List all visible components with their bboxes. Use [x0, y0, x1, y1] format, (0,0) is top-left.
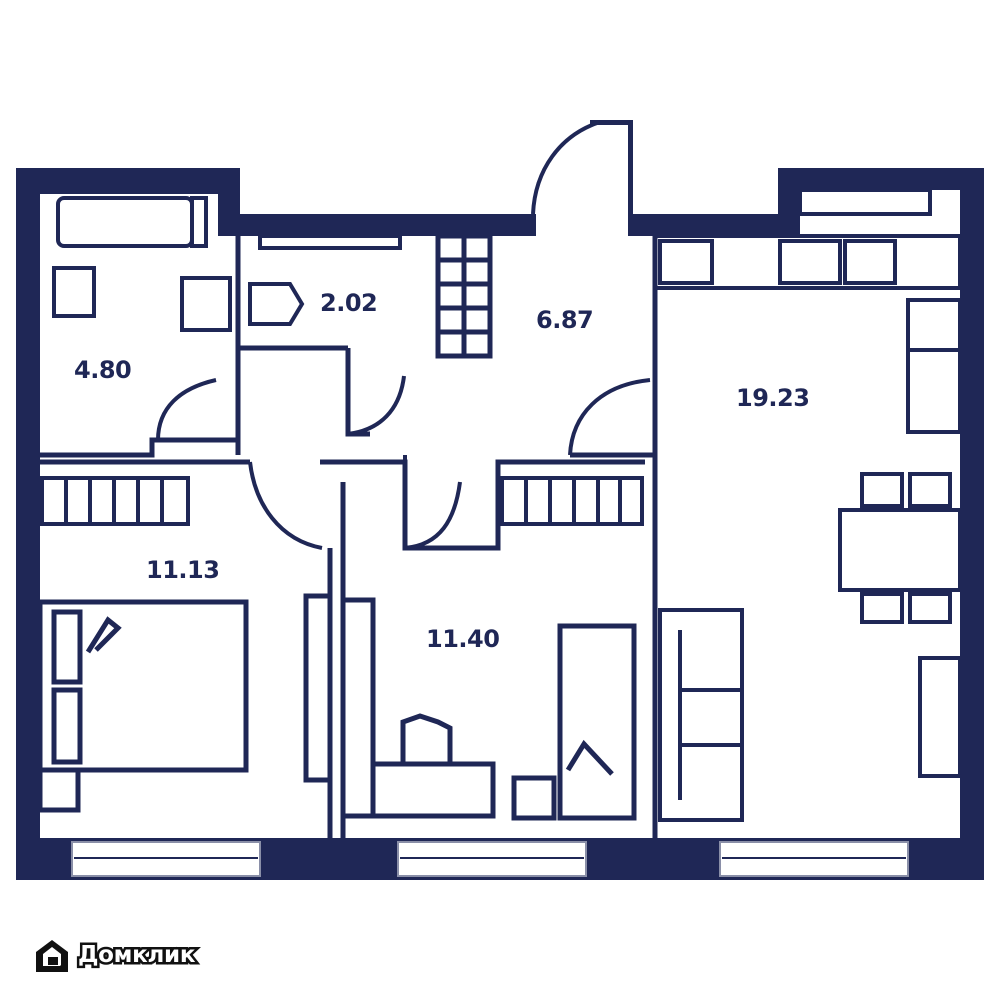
- wall-left-top-step: [218, 168, 240, 236]
- house-logo-icon: [36, 940, 68, 972]
- wardrobe-bedroom1: [303, 593, 333, 783]
- room-area-bathroom: 4.80: [74, 356, 132, 384]
- room-area-toilet: 2.02: [320, 289, 378, 317]
- wall-toilet-right: [345, 348, 370, 437]
- sink-unit: [778, 239, 842, 285]
- room-area-hallway: 6.87: [536, 306, 594, 334]
- wall-top-right-step: [778, 168, 800, 236]
- kitchen-side-cabinet: [906, 298, 962, 434]
- stove-unit: [843, 239, 897, 285]
- nightstand-2: [51, 687, 83, 765]
- dresser-bedroom1: [37, 767, 81, 813]
- chair-3: [860, 592, 904, 624]
- door-entry: [531, 120, 601, 215]
- toilet-shelf: [258, 234, 402, 250]
- bath-shelf: [190, 196, 208, 248]
- desk-bedroom2: [370, 761, 496, 819]
- door-bedroom1: [248, 461, 323, 550]
- top-shelf: [798, 188, 932, 216]
- nightstand-bedroom2: [511, 775, 557, 821]
- nightstand-1: [51, 609, 83, 685]
- wall-entry-right: [628, 120, 633, 236]
- wall-entry-top: [590, 120, 633, 125]
- chair-4: [908, 592, 952, 624]
- chair-2: [908, 472, 952, 508]
- wall-outer-left: [16, 168, 40, 880]
- washing-machine: [52, 266, 96, 318]
- door-toilet: [347, 375, 406, 436]
- wall-top-mid: [218, 214, 536, 236]
- bathtub: [56, 196, 194, 248]
- door-kitchen: [568, 378, 651, 456]
- wall-top-kitchen: [628, 214, 800, 236]
- wall-bedroom2-top: [320, 459, 645, 551]
- chair-1: [860, 472, 904, 508]
- toilet-fixture: [180, 276, 232, 332]
- room-area-bedroom-1: 11.13: [146, 556, 220, 584]
- chair-bedroom2: [400, 713, 453, 764]
- kitchen-counter: [653, 234, 962, 290]
- fridge-unit: [658, 239, 714, 285]
- wall-outer-top-left: [16, 168, 240, 194]
- door-bathroom: [156, 378, 217, 441]
- bed-bedroom1: [37, 599, 249, 773]
- wall-outer-top-right: [778, 168, 984, 190]
- wardrobe-bedroom2: [340, 597, 376, 819]
- room-area-kitchen-living: 19.23: [736, 384, 810, 412]
- logo-text: Домклик: [75, 940, 197, 971]
- domclick-logo: Домклик: [75, 940, 197, 971]
- sofa: [658, 608, 744, 822]
- tv-unit: [918, 656, 962, 778]
- dining-table: [838, 508, 962, 592]
- toilet-bowl: [248, 282, 305, 326]
- wall-outer-right: [960, 168, 984, 880]
- room-area-bedroom-2: 11.40: [426, 625, 500, 653]
- door-bedroom2: [403, 455, 462, 550]
- bed-bedroom2: [557, 623, 637, 821]
